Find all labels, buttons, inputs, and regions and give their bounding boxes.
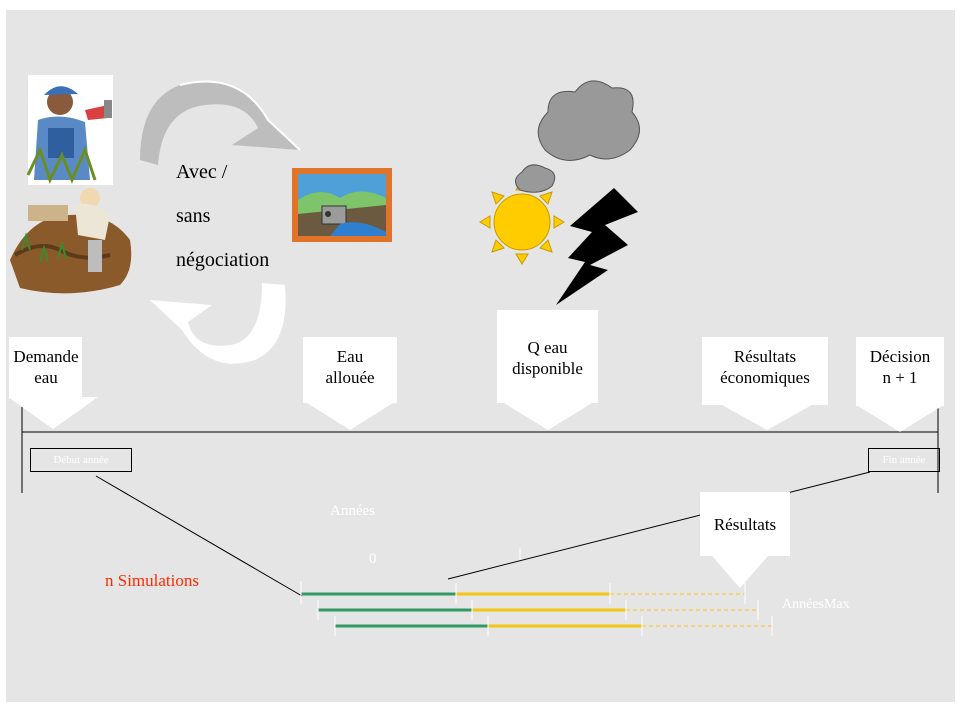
years-max-label: AnnéesMax (782, 597, 850, 612)
event-demande-line1: Demande (13, 347, 79, 366)
event-eau-allouee-line2: allouée (325, 368, 375, 387)
farmer-icon (26, 75, 113, 185)
event-q-eau-line1: Q eau (527, 338, 568, 357)
event-arrow-demande (8, 337, 98, 429)
end-year-box: Fin année (868, 448, 940, 472)
event-demande-line2: eau (34, 368, 58, 387)
simulation-tracks (301, 592, 772, 628)
cloud-icon (515, 80, 640, 193)
results-arrow (700, 492, 790, 588)
event-resultats-line1: Résultats (733, 347, 797, 366)
event-decision-line2: n + 1 (882, 368, 918, 387)
gardener-icon (10, 188, 132, 294)
year-zero-label: 0 (369, 551, 377, 567)
connector-end (447, 471, 871, 580)
event-eau-allouee: Eau allouée (303, 346, 397, 388)
n-simulations-label: n Simulations (105, 571, 199, 590)
cycle-label-line2: sans (176, 205, 211, 227)
results-label: Résultats (713, 515, 777, 534)
cycle-label: Avec / sans négociation (160, 157, 300, 275)
cycle-label-line3: négociation (176, 249, 270, 271)
event-eau-allouee-line1: Eau (336, 347, 364, 366)
event-arrow-resultats-eco (702, 337, 828, 430)
cycle-label-line1: Avec / (176, 161, 228, 183)
lightning-icon (556, 188, 638, 305)
years-label: Années (330, 503, 375, 519)
dam-picture-icon (292, 168, 392, 242)
start-year-box: Début année (30, 448, 132, 472)
connector-start (95, 475, 303, 597)
event-demande-eau: Demande eau (9, 346, 83, 388)
sun-icon (479, 179, 565, 265)
event-resultats-economiques: Résultats économiques (702, 346, 828, 388)
event-arrow-eau-allouee (303, 337, 397, 430)
event-q-eau-disponible: Q eau disponible (497, 337, 598, 379)
event-arrow-q-eau (497, 310, 598, 430)
event-decision: Décision n + 1 (856, 346, 944, 388)
year-ticks (300, 548, 773, 636)
event-decision-line1: Décision (869, 347, 931, 366)
cycle-arrows-icon (140, 80, 301, 364)
event-q-eau-line2: disponible (512, 359, 583, 378)
event-arrow-decision (856, 337, 944, 432)
event-resultats-line2: économiques (720, 368, 810, 387)
